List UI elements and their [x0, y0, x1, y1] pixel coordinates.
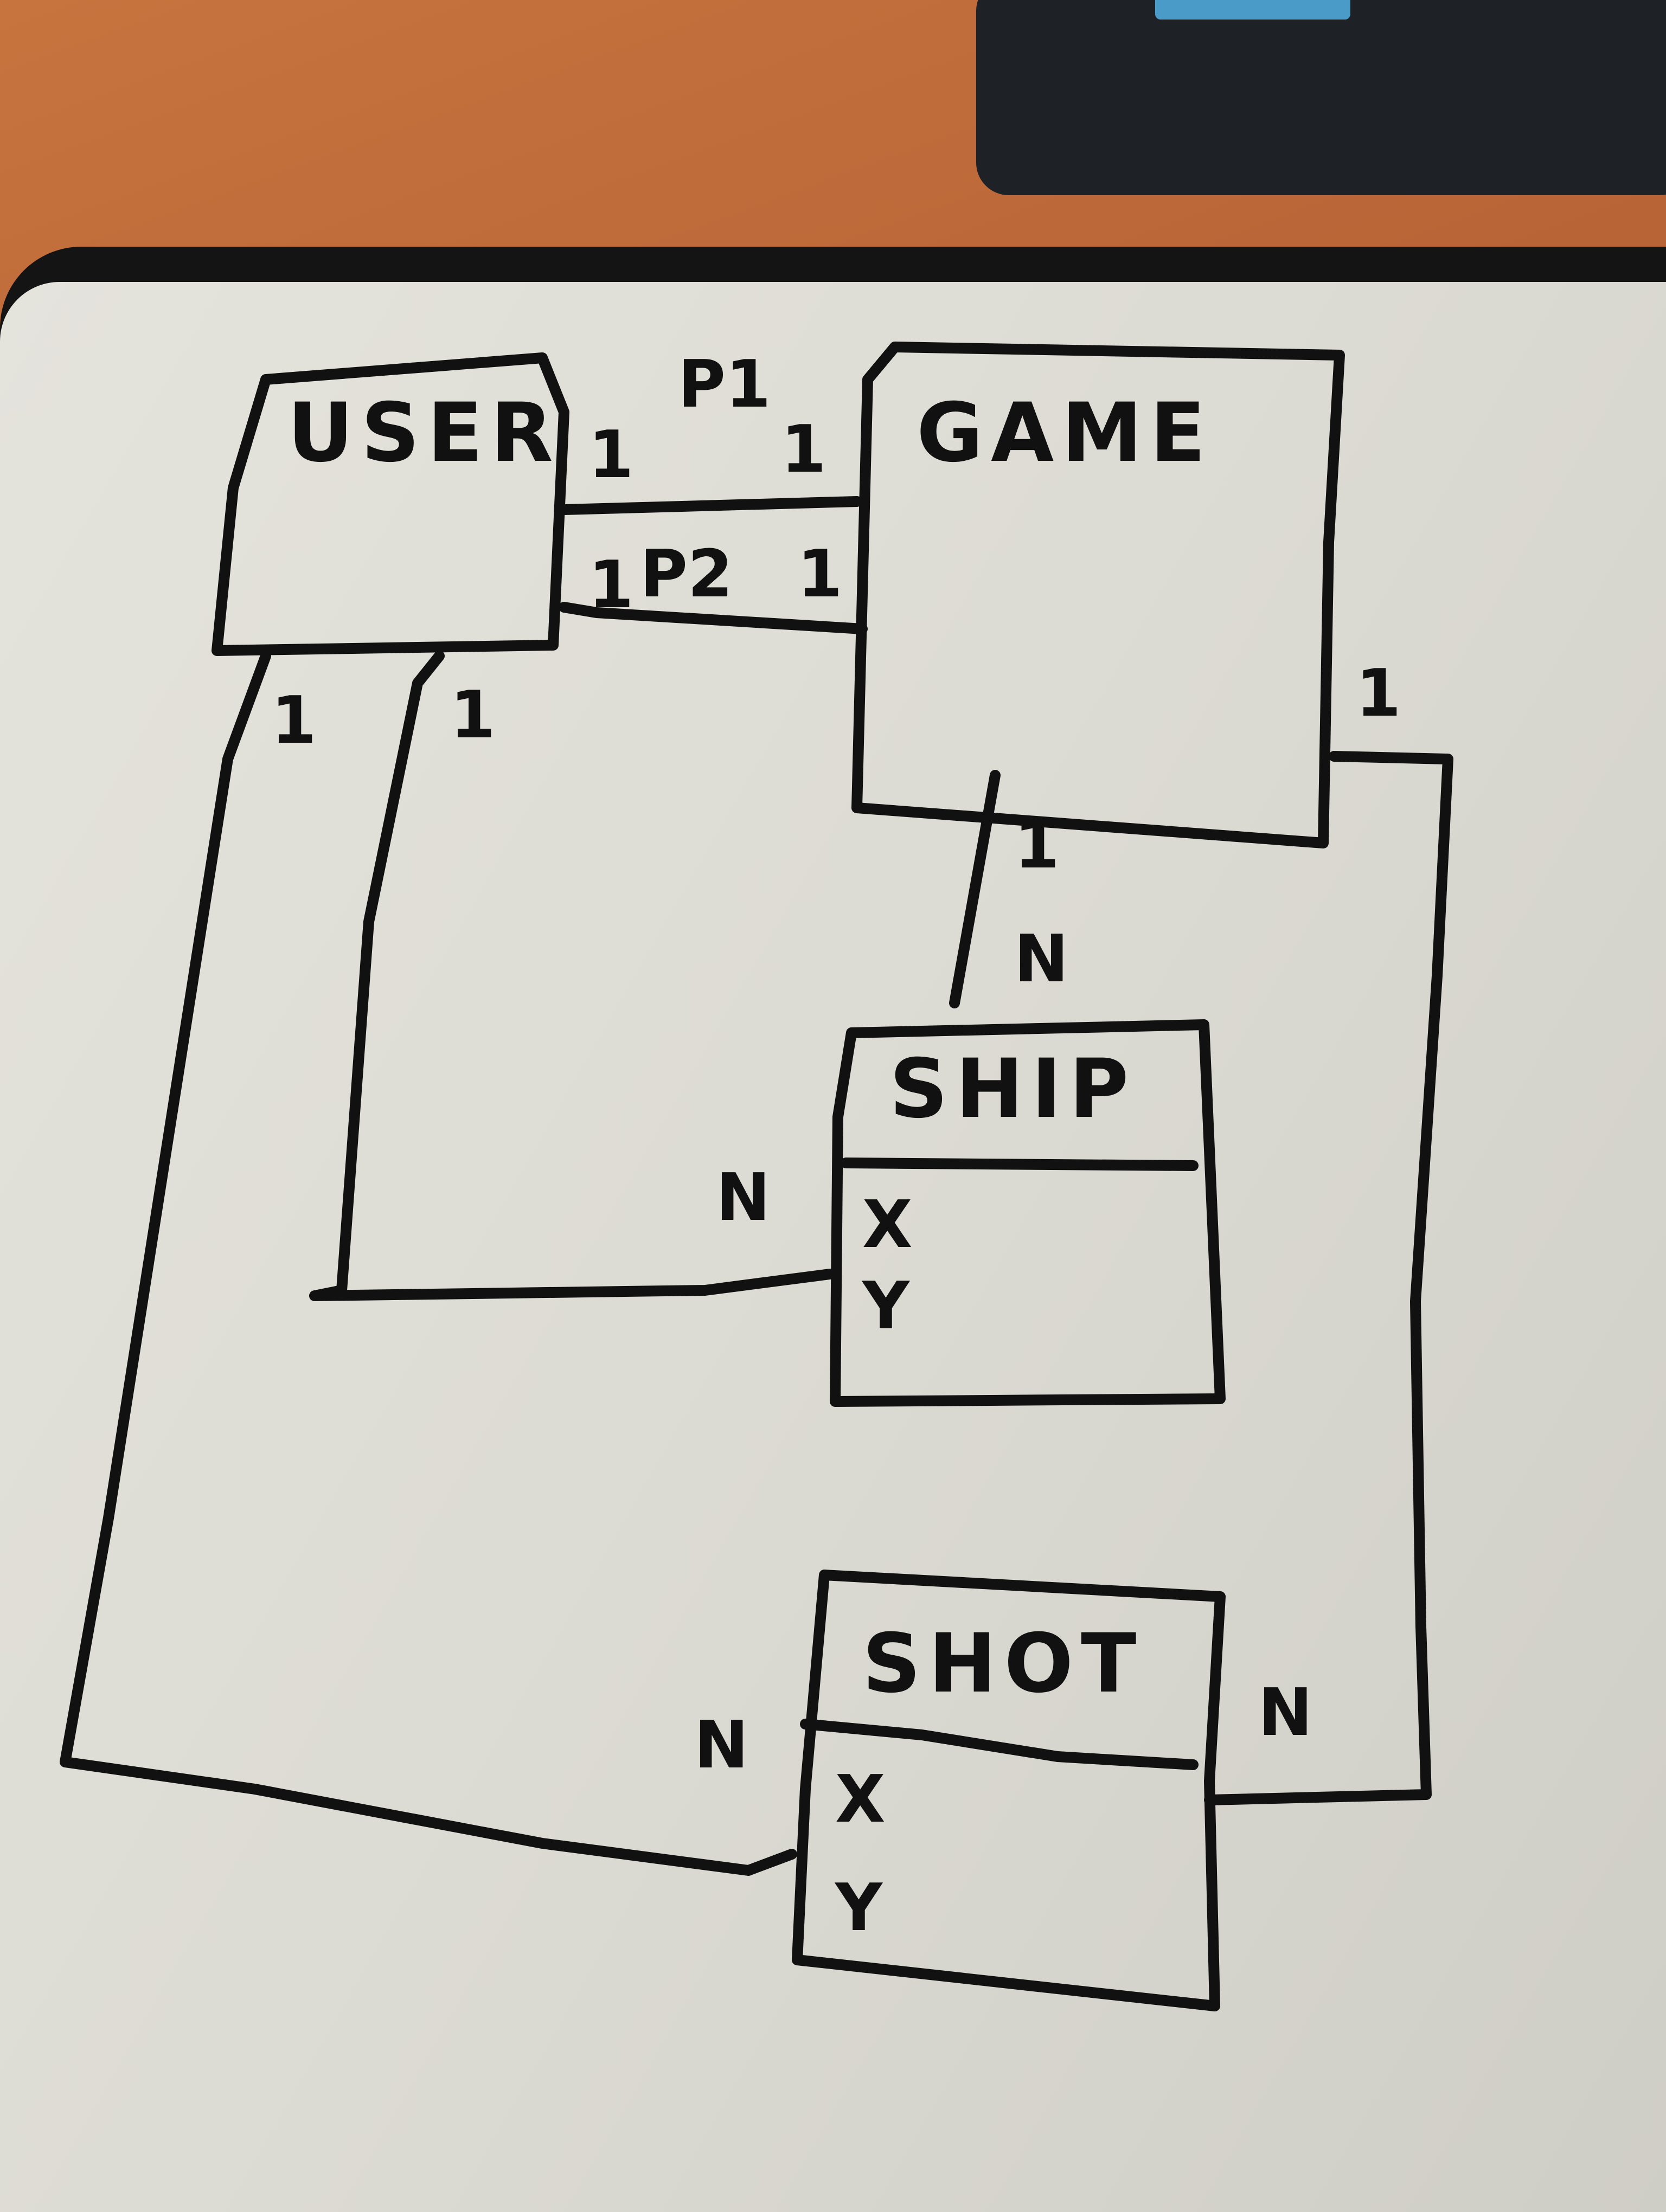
shot-attr-x: X	[835, 1762, 886, 1837]
relation-user-shot-shot-cardinality: N	[694, 1708, 748, 1783]
relation-game-ship-line	[949, 770, 1001, 1008]
relation-p2-user-cardinality: 1	[588, 548, 634, 623]
relation-p1-label: P1	[678, 347, 771, 422]
user-entity-name: USER	[287, 386, 561, 480]
relation-user-ship-user-cardinality: 1	[450, 678, 496, 753]
shot-attr-y: Y	[834, 1870, 883, 1946]
relation-p1-game-cardinality: 1	[781, 412, 826, 487]
ship-attr-x: X	[862, 1187, 913, 1263]
relation-game-ship-game-cardinality: 1	[1014, 808, 1060, 883]
shot-entity-box	[792, 1570, 1226, 2011]
shot-header-divider	[800, 1719, 1199, 1770]
shot-entity-name: SHOT	[862, 1617, 1144, 1711]
relation-p2-label: P2	[640, 537, 733, 612]
game-entity-name: GAME	[917, 386, 1213, 480]
relation-p1-line	[559, 496, 862, 515]
relation-user-ship-line	[309, 651, 835, 1301]
relation-user-ship-ship-cardinality: N	[716, 1160, 770, 1236]
ship-attr-y: Y	[861, 1269, 911, 1344]
ship-entity-box	[830, 1019, 1226, 1407]
ship-entity-name: SHIP	[889, 1042, 1136, 1136]
relation-game-ship-ship-cardinality: N	[1014, 922, 1068, 997]
laptop	[976, 0, 1666, 195]
relation-user-shot-user-cardinality: 1	[271, 683, 317, 758]
ship-header-divider	[841, 1158, 1199, 1171]
relation-p2-line	[559, 602, 868, 634]
relation-user-shot-line	[60, 651, 797, 1876]
relation-game-shot-shot-cardinality: N	[1258, 1675, 1312, 1751]
relation-game-shot-line	[1204, 751, 1453, 1805]
relation-p2-game-cardinality: 1	[797, 537, 843, 612]
laptop-edge	[1155, 0, 1350, 20]
game-entity-box	[851, 342, 1345, 848]
relation-p1-user-cardinality: 1	[588, 417, 634, 493]
user-entity-box	[212, 352, 569, 656]
relation-game-shot-game-cardinality: 1	[1356, 656, 1401, 731]
